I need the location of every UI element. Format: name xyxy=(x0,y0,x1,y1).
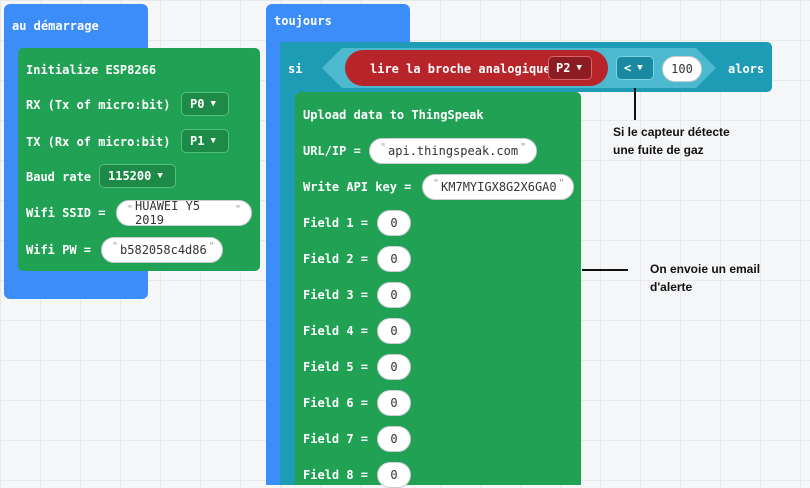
annotation-gas-line1: Si le capteur détecte xyxy=(613,125,730,139)
analog-pin-dropdown[interactable]: P2 ▼ xyxy=(548,56,592,80)
annotation-email: On envoie un email d'alerte xyxy=(650,260,760,296)
quote-icon: " xyxy=(234,204,241,215)
baud-dropdown[interactable]: 115200 ▼ xyxy=(99,164,176,188)
url-label: URL/IP = xyxy=(303,144,361,158)
esp-init-block[interactable] xyxy=(18,48,260,271)
quote-icon: " xyxy=(520,142,527,153)
chevron-down-icon: ▼ xyxy=(210,136,216,146)
then-label: alors xyxy=(728,62,765,76)
rx-pin-dropdown[interactable]: P0 ▼ xyxy=(181,92,229,116)
pw-value: b582058c4d86 xyxy=(120,243,207,257)
rx-pin-value: P0 xyxy=(190,97,205,111)
quote-icon: " xyxy=(380,142,387,153)
ssid-label: Wifi SSID = xyxy=(26,206,106,220)
baud-label: Baud rate xyxy=(26,170,92,184)
annotation-gas-leak: Si le capteur détecte une fuite de gaz xyxy=(613,123,730,159)
annotation-email-line1: On envoie un email xyxy=(650,262,761,276)
operator-dropdown[interactable]: < ▼ xyxy=(616,56,654,80)
field-7-input[interactable]: 0 xyxy=(377,426,411,452)
field-2-value: 0 xyxy=(390,252,398,266)
on-start-label: au démarrage xyxy=(12,19,99,33)
chevron-down-icon: ▼ xyxy=(637,63,643,73)
quote-icon: " xyxy=(558,178,565,189)
field-8-value: 0 xyxy=(390,468,398,482)
if-block-arm xyxy=(280,42,296,485)
field-4-label: Field 4 = xyxy=(303,324,369,338)
pw-input[interactable]: " b582058c4d86 " xyxy=(101,237,223,263)
pw-label: Wifi PW = xyxy=(26,243,92,257)
field-4-value: 0 xyxy=(390,324,398,338)
field-6-label: Field 6 = xyxy=(303,396,369,410)
field-4-input[interactable]: 0 xyxy=(377,318,411,344)
threshold-input[interactable]: 100 xyxy=(662,56,702,82)
upload-title: Upload data to ThingSpeak xyxy=(303,108,484,122)
field-3-value: 0 xyxy=(390,288,398,302)
api-key-input[interactable]: " KM7MYIGX8G2X6GA0 " xyxy=(422,174,574,200)
tx-pin-value: P1 xyxy=(190,134,205,148)
url-input[interactable]: " api.thingspeak.com " xyxy=(369,138,537,164)
ssid-input[interactable]: " HUAWEI Y5 2019 " xyxy=(116,199,252,227)
esp-init-title: Initialize ESP8266 xyxy=(26,63,157,77)
api-key-label: Write API key = xyxy=(303,180,412,194)
field-2-input[interactable]: 0 xyxy=(377,246,411,272)
chevron-down-icon: ▼ xyxy=(157,171,163,181)
baud-value: 115200 xyxy=(108,169,152,183)
annotation-gas-line2: une fuite de gaz xyxy=(613,143,704,157)
tx-pin-dropdown[interactable]: P1 ▼ xyxy=(181,129,229,153)
chevron-down-icon: ▼ xyxy=(576,63,582,73)
field-6-value: 0 xyxy=(390,396,398,410)
if-label: si xyxy=(288,62,303,76)
operator-value: < xyxy=(624,61,632,75)
quote-icon: " xyxy=(112,241,119,252)
field-3-input[interactable]: 0 xyxy=(377,282,411,308)
field-7-label: Field 7 = xyxy=(303,432,369,446)
annotation-line-gas xyxy=(634,88,636,120)
tx-label: TX (Rx of micro:bit) xyxy=(26,135,171,149)
quote-icon: " xyxy=(433,178,440,189)
forever-label: toujours xyxy=(274,14,332,28)
field-5-value: 0 xyxy=(390,360,398,374)
field-7-value: 0 xyxy=(390,432,398,446)
chevron-down-icon: ▼ xyxy=(210,99,216,109)
field-5-label: Field 5 = xyxy=(303,360,369,374)
quote-icon: " xyxy=(127,204,134,215)
annotation-email-line2: d'alerte xyxy=(650,280,693,294)
field-6-input[interactable]: 0 xyxy=(377,390,411,416)
annotation-line-email xyxy=(582,269,628,271)
field-5-input[interactable]: 0 xyxy=(377,354,411,380)
api-key-value: KM7MYIGX8G2X6GA0 xyxy=(441,180,557,194)
field-2-label: Field 2 = xyxy=(303,252,369,266)
field-8-label: Field 8 = xyxy=(303,468,369,482)
threshold-value: 100 xyxy=(671,62,693,76)
quote-icon: " xyxy=(208,241,215,252)
analog-read-label: lire la broche analogique xyxy=(370,62,551,76)
field-8-input[interactable]: 0 xyxy=(377,462,411,488)
field-1-label: Field 1 = xyxy=(303,216,369,230)
field-1-input[interactable]: 0 xyxy=(377,210,411,236)
analog-pin-value: P2 xyxy=(556,61,571,75)
field-3-label: Field 3 = xyxy=(303,288,369,302)
rx-label: RX (Tx of micro:bit) xyxy=(26,98,171,112)
url-value: api.thingspeak.com xyxy=(388,144,519,158)
ssid-value: HUAWEI Y5 2019 xyxy=(135,199,201,227)
field-1-value: 0 xyxy=(390,216,398,230)
